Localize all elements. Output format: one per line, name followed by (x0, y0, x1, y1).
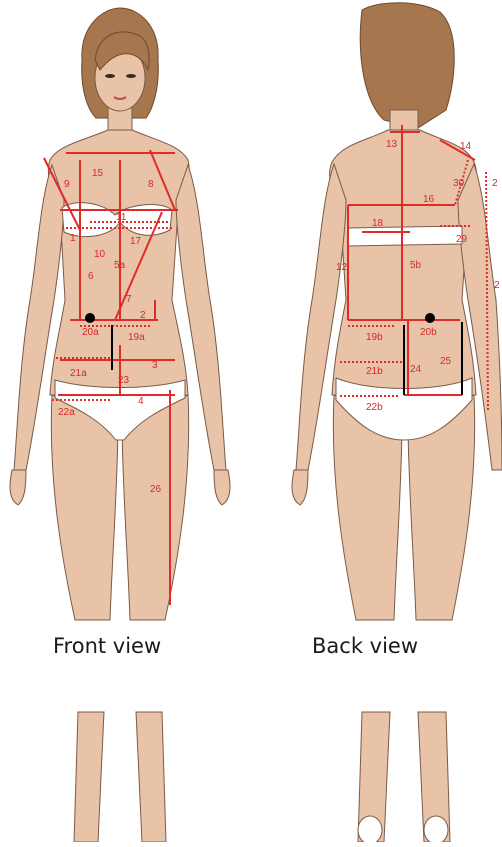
front-label-2: 2 (140, 310, 146, 321)
back-label-2-side: 2 (494, 280, 500, 291)
back-label-29: 29 (456, 234, 468, 245)
back-figure (292, 3, 502, 842)
front-label-20a: 20a (82, 327, 99, 338)
front-label-4: 4 (138, 396, 144, 407)
back-view-caption: Back view (312, 634, 418, 658)
back-label-12: 12 (336, 262, 348, 273)
back-label-19b: 19b (366, 332, 383, 343)
front-figure (10, 8, 230, 842)
front-label-22a: 22a (58, 407, 75, 418)
back-label-2-top: 2 (492, 178, 498, 189)
front-label-15: 15 (92, 168, 104, 179)
front-label-5a: 5a (114, 260, 126, 271)
front-label-8: 8 (148, 179, 154, 190)
front-label-21a: 21a (70, 368, 87, 379)
back-label-18: 18 (372, 218, 384, 229)
back-label-22b: 22b (366, 402, 383, 413)
front-label-7: 7 (126, 294, 132, 305)
front-label-26: 26 (150, 484, 162, 495)
front-label-23: 23 (118, 375, 130, 386)
front-view-caption: Front view (53, 634, 161, 658)
front-label-9: 9 (64, 179, 70, 190)
front-label-6: 6 (88, 271, 94, 282)
back-label-30: 30 (453, 178, 465, 189)
front-label-17: 17 (130, 236, 142, 247)
front-waist-marker (85, 313, 95, 323)
back-label-13: 13 (386, 139, 398, 150)
back-waist-marker (425, 313, 435, 323)
front-label-10: 10 (94, 249, 106, 260)
back-label-16: 16 (423, 194, 435, 205)
front-label-3: 3 (152, 360, 158, 371)
back-label-5b: 5b (410, 260, 422, 271)
front-label-1: 1 (70, 233, 76, 244)
back-label-14: 14 (460, 141, 472, 152)
back-label-20b: 20b (420, 327, 437, 338)
front-label-11: 11 (116, 212, 127, 223)
front-label-19a: 19a (128, 332, 145, 343)
back-label-25: 25 (440, 356, 452, 367)
back-label-24: 24 (410, 364, 422, 375)
back-label-21b: 21b (366, 366, 383, 377)
